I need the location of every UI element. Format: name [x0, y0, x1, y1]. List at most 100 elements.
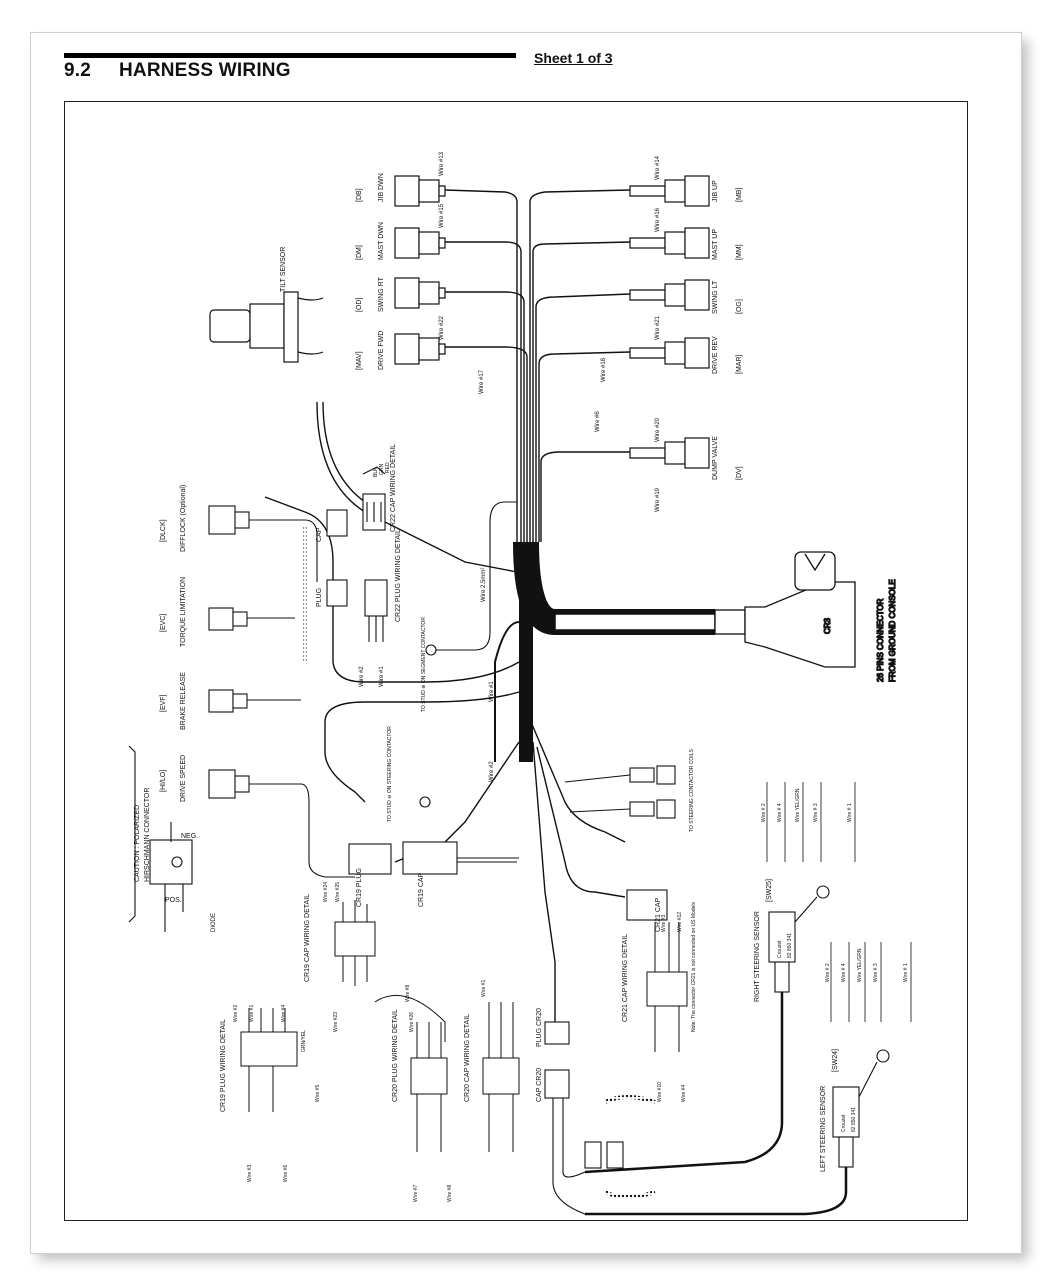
cr20-plug-label: PLUG CR20 [536, 1008, 543, 1047]
cr19-plug-wiring-detail: CR19 PLUG WIRING DETAIL Wire #2 Wire #1 … [220, 1005, 321, 1182]
wire-6-label: Wire #6 [595, 411, 601, 432]
svg-text:Wire # 4: Wire # 4 [841, 963, 847, 982]
connector-brake-release: BRAKE RELEASE [EVF] [160, 672, 301, 730]
cr20-plug-detail-label: CR20 PLUG WIRING DETAIL [392, 1009, 399, 1102]
contactor-coils: TO STEERING CONTACTOR COILS CR21 CAP [564, 749, 695, 932]
svg-text:Wire #16: Wire #16 [655, 207, 661, 232]
connector-torque-limitation: TORQUE LIMITATION [EVC] [160, 577, 295, 647]
left-sensor-brand: Crouzet [841, 1114, 847, 1132]
diode-label: DIODE [211, 913, 217, 932]
svg-text:[EVC]: [EVC] [160, 614, 167, 632]
tilt-sensor-label: TILT SENSOR [280, 247, 287, 292]
tilt-sensor: TILT SENSOR [209, 247, 324, 363]
wiring-diagram-frame: CR3 26 PINS CONNECTOR FROM GROUND CONSOL… [64, 101, 968, 1221]
cr19-connectors: CR19 PLUG CR19 CAP TO STUD ⊖ ON STEERING… [348, 726, 519, 907]
svg-text:Wire # 2: Wire # 2 [825, 963, 831, 982]
svg-text:Wire #4: Wire #4 [681, 1085, 687, 1102]
svg-text:Wire #2: Wire #2 [233, 1005, 239, 1022]
cr20-cap-label: CAP CR20 [536, 1068, 543, 1102]
svg-text:GRN/YEL: GRN/YEL [301, 1030, 307, 1052]
connector-difflock: DIFFLOCK (Optional) [DLCK] [160, 485, 318, 662]
cr19-cap-label: CR19 CAP [418, 872, 425, 907]
svg-text:Wire # 2: Wire # 2 [761, 803, 767, 822]
right-sensor-label: RIGHT STEERING SENSOR [754, 911, 761, 1002]
cr20-cap-detail-label: CR20 CAP WIRING DETAIL [464, 1014, 471, 1102]
cr22-plug-label: CR22 PLUG WIRING DETAIL [395, 529, 402, 622]
svg-text:[MM]: [MM] [736, 244, 743, 260]
svg-text:[EVF]: [EVF] [160, 694, 167, 712]
svg-text:Wire #3: Wire #3 [661, 915, 667, 932]
left-sensor-label: LEFT STEERING SENSOR [820, 1086, 827, 1172]
svg-text:[MAV]: [MAV] [356, 351, 363, 370]
diode-neg: NEG. [181, 833, 198, 840]
wire-gauge-label: Wire 2.5mm² [481, 568, 487, 602]
section-title: 9.2 HARNESS WIRING [64, 60, 291, 82]
svg-text:Wire #12: Wire #12 [677, 912, 683, 932]
svg-text:MAST DWN: MAST DWN [378, 222, 385, 260]
cr19-plug-label: CR19 PLUG [356, 868, 363, 907]
right-valve-connectors: JIB UP [MB] Wire #14 MAST UP [MM] Wire #… [595, 155, 743, 512]
wire-2-label-a: Wire #2 [359, 666, 365, 687]
svg-text:Wire #17: Wire #17 [479, 369, 485, 394]
svg-text:Wire # 1: Wire # 1 [847, 803, 853, 822]
svg-text:Wire #21: Wire #21 [655, 315, 661, 340]
stud-note-2: TO STUD ⊖ ON STEERING CONTACTOR [387, 726, 393, 822]
connector-swing-rt: SWING RT [OD] Wire #22 [356, 276, 446, 340]
svg-text:Wire YEL/GRN: Wire YEL/GRN [857, 948, 863, 982]
connector-dump-valve: DUMP VALVE [DV] Wire #20 [629, 417, 743, 480]
harness-wiring-diagram: CR3 26 PINS CONNECTOR FROM GROUND CONSOL… [128, 151, 912, 1216]
connector-drive-rev: DRIVE REV [MAR] Wire #18 [601, 336, 743, 382]
svg-text:Wire #13: Wire #13 [439, 151, 445, 176]
left-sensor-part: 82 850 341 [851, 1107, 857, 1132]
main-harness-trunk [264, 189, 716, 1042]
svg-text:Wire # 1: Wire # 1 [903, 963, 909, 982]
far-left-connectors: DIFFLOCK (Optional) [DLCK] TORQUE LIMITA… [160, 485, 355, 878]
connector-swing-lt: SWING LT [OG] Wire #21 [629, 279, 743, 340]
svg-text:Wire #5: Wire #5 [315, 1085, 321, 1102]
wire-1-label-b: Wire #1 [489, 681, 495, 702]
polarized-connector-note: CAUTION : POLARIZED HIRSCHMANN CONNECTOR… [128, 745, 217, 932]
right-steering-sensor: RIGHT STEERING SENSOR [SW25] 82 850 341 … [584, 782, 856, 1174]
svg-text:CAP: CAP [316, 527, 323, 542]
right-sensor-brand: Crouzet [777, 940, 783, 958]
svg-text:Wire # 4: Wire # 4 [777, 803, 783, 822]
svg-text:SWING RT: SWING RT [378, 276, 385, 312]
cr3-desc-1: 26 PINS CONNECTOR [876, 598, 885, 682]
section-title-text: HARNESS WIRING [119, 60, 291, 81]
connector-jib-up: JIB UP [MB] Wire #14 [629, 155, 743, 207]
svg-text:[OG]: [OG] [736, 299, 743, 314]
cr19-cap-detail-label: CR19 CAP WIRING DETAIL [304, 894, 311, 982]
section-number: 9.2 [64, 60, 92, 81]
connector-mast-dwn: MAST DWN [DM] Wire #15 [356, 203, 446, 260]
cr19-plug-detail-label: CR19 PLUG WIRING DETAIL [220, 1019, 227, 1112]
wire-2-label-b: Wire #2 [489, 761, 495, 782]
svg-text:BRAKE RELEASE: BRAKE RELEASE [180, 672, 187, 730]
svg-text:DRIVE SPEED: DRIVE SPEED [180, 755, 187, 802]
svg-text:DRIVE REV: DRIVE REV [712, 336, 719, 374]
right-sensor-code: [SW25] [766, 879, 773, 902]
cr22-cap-label: CR22 CAP WIRING DETAIL [390, 444, 397, 532]
cr19-cap-wiring-detail: CR19 CAP WIRING DETAIL Wire #24 Wire #25… [304, 882, 446, 1042]
svg-text:[MB]: [MB] [736, 188, 743, 202]
cr3-label: CR3 [823, 617, 832, 634]
svg-text:PLUG: PLUG [316, 588, 323, 607]
cr22-wire-red: RED [385, 462, 391, 473]
svg-text:TORQUE LIMITATION: TORQUE LIMITATION [180, 577, 187, 647]
connector-drive-speed: DRIVE SPEED [HI/LO] [160, 755, 355, 878]
svg-text:Wire #1: Wire #1 [481, 980, 487, 997]
svg-text:Wire #6: Wire #6 [283, 1165, 289, 1182]
svg-text:Wire #8: Wire #8 [447, 1185, 453, 1202]
svg-text:Wire #25: Wire #25 [335, 882, 341, 902]
svg-text:Wire #8: Wire #8 [405, 985, 411, 1002]
cr3-desc-2: FROM GROUND CONSOLE [888, 579, 897, 682]
svg-text:DIFFLOCK (Optional): DIFFLOCK (Optional) [180, 485, 187, 552]
svg-text:[OD]: [OD] [356, 298, 363, 312]
svg-text:[DB]: [DB] [356, 188, 363, 202]
svg-text:Wire #15: Wire #15 [439, 203, 445, 228]
svg-text:[MAR]: [MAR] [736, 355, 743, 375]
svg-text:Wire #4: Wire #4 [281, 1005, 287, 1022]
svg-text:JIB DWN: JIB DWN [378, 173, 385, 202]
cr21-detail-label: CR21 CAP WIRING DETAIL [622, 934, 629, 1022]
connector-drive-fwd: DRIVE FWD [MAV] Wire #17 [356, 331, 485, 394]
